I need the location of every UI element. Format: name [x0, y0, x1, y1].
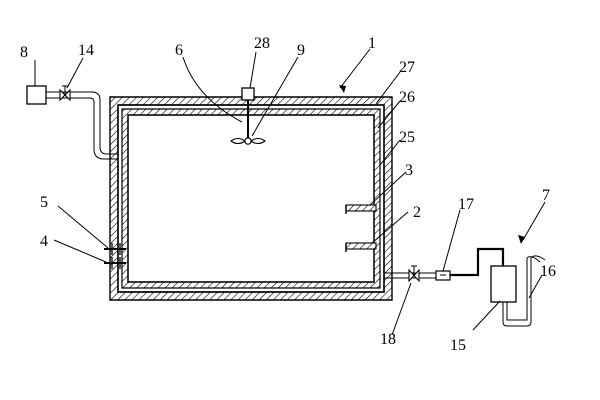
chamber-walls [109, 96, 393, 301]
label-14: 14 [78, 42, 94, 59]
inlet-line [26, 85, 118, 160]
label-4: 4 [40, 233, 48, 250]
outlet-line [384, 247, 546, 327]
label-16: 16 [540, 263, 556, 280]
label-7: 7 [542, 187, 550, 204]
label-3: 3 [405, 162, 413, 179]
impeller-blade-right [250, 137, 266, 145]
label-6: 6 [175, 42, 183, 59]
stirrer-assembly [230, 87, 266, 145]
label-26: 26 [399, 89, 415, 106]
label-9: 9 [297, 42, 305, 59]
inlet-source-box [26, 85, 47, 105]
right-brackets [345, 204, 377, 252]
label-8: 8 [20, 44, 28, 61]
label-2: 2 [413, 204, 421, 221]
label-15: 15 [450, 337, 466, 354]
reference-numerals: 8 14 6 28 9 1 27 26 25 3 2 5 4 17 7 16 1… [20, 35, 556, 354]
impeller-blade-left [230, 137, 246, 145]
label-17: 17 [458, 196, 474, 213]
left-ports [104, 243, 126, 269]
motor-box [241, 87, 255, 101]
leader-lines [34, 48, 546, 336]
collection-unit [490, 265, 517, 303]
label-5: 5 [40, 194, 48, 211]
label-28: 28 [254, 35, 270, 52]
label-25: 25 [399, 129, 415, 146]
outlet-valve [408, 268, 420, 283]
label-18: 18 [380, 331, 396, 348]
label-27: 27 [399, 59, 415, 76]
label-1: 1 [368, 35, 376, 52]
